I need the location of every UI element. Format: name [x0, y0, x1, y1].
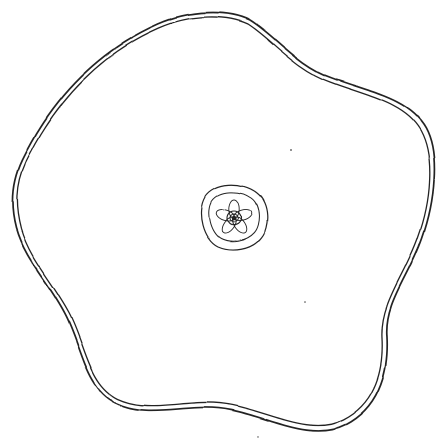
center-petals: [215, 200, 253, 237]
outer-outline: [12, 13, 434, 431]
center-flower: [201, 185, 267, 250]
outer-outline-line-1: [12, 13, 434, 431]
specks: [257, 149, 306, 438]
